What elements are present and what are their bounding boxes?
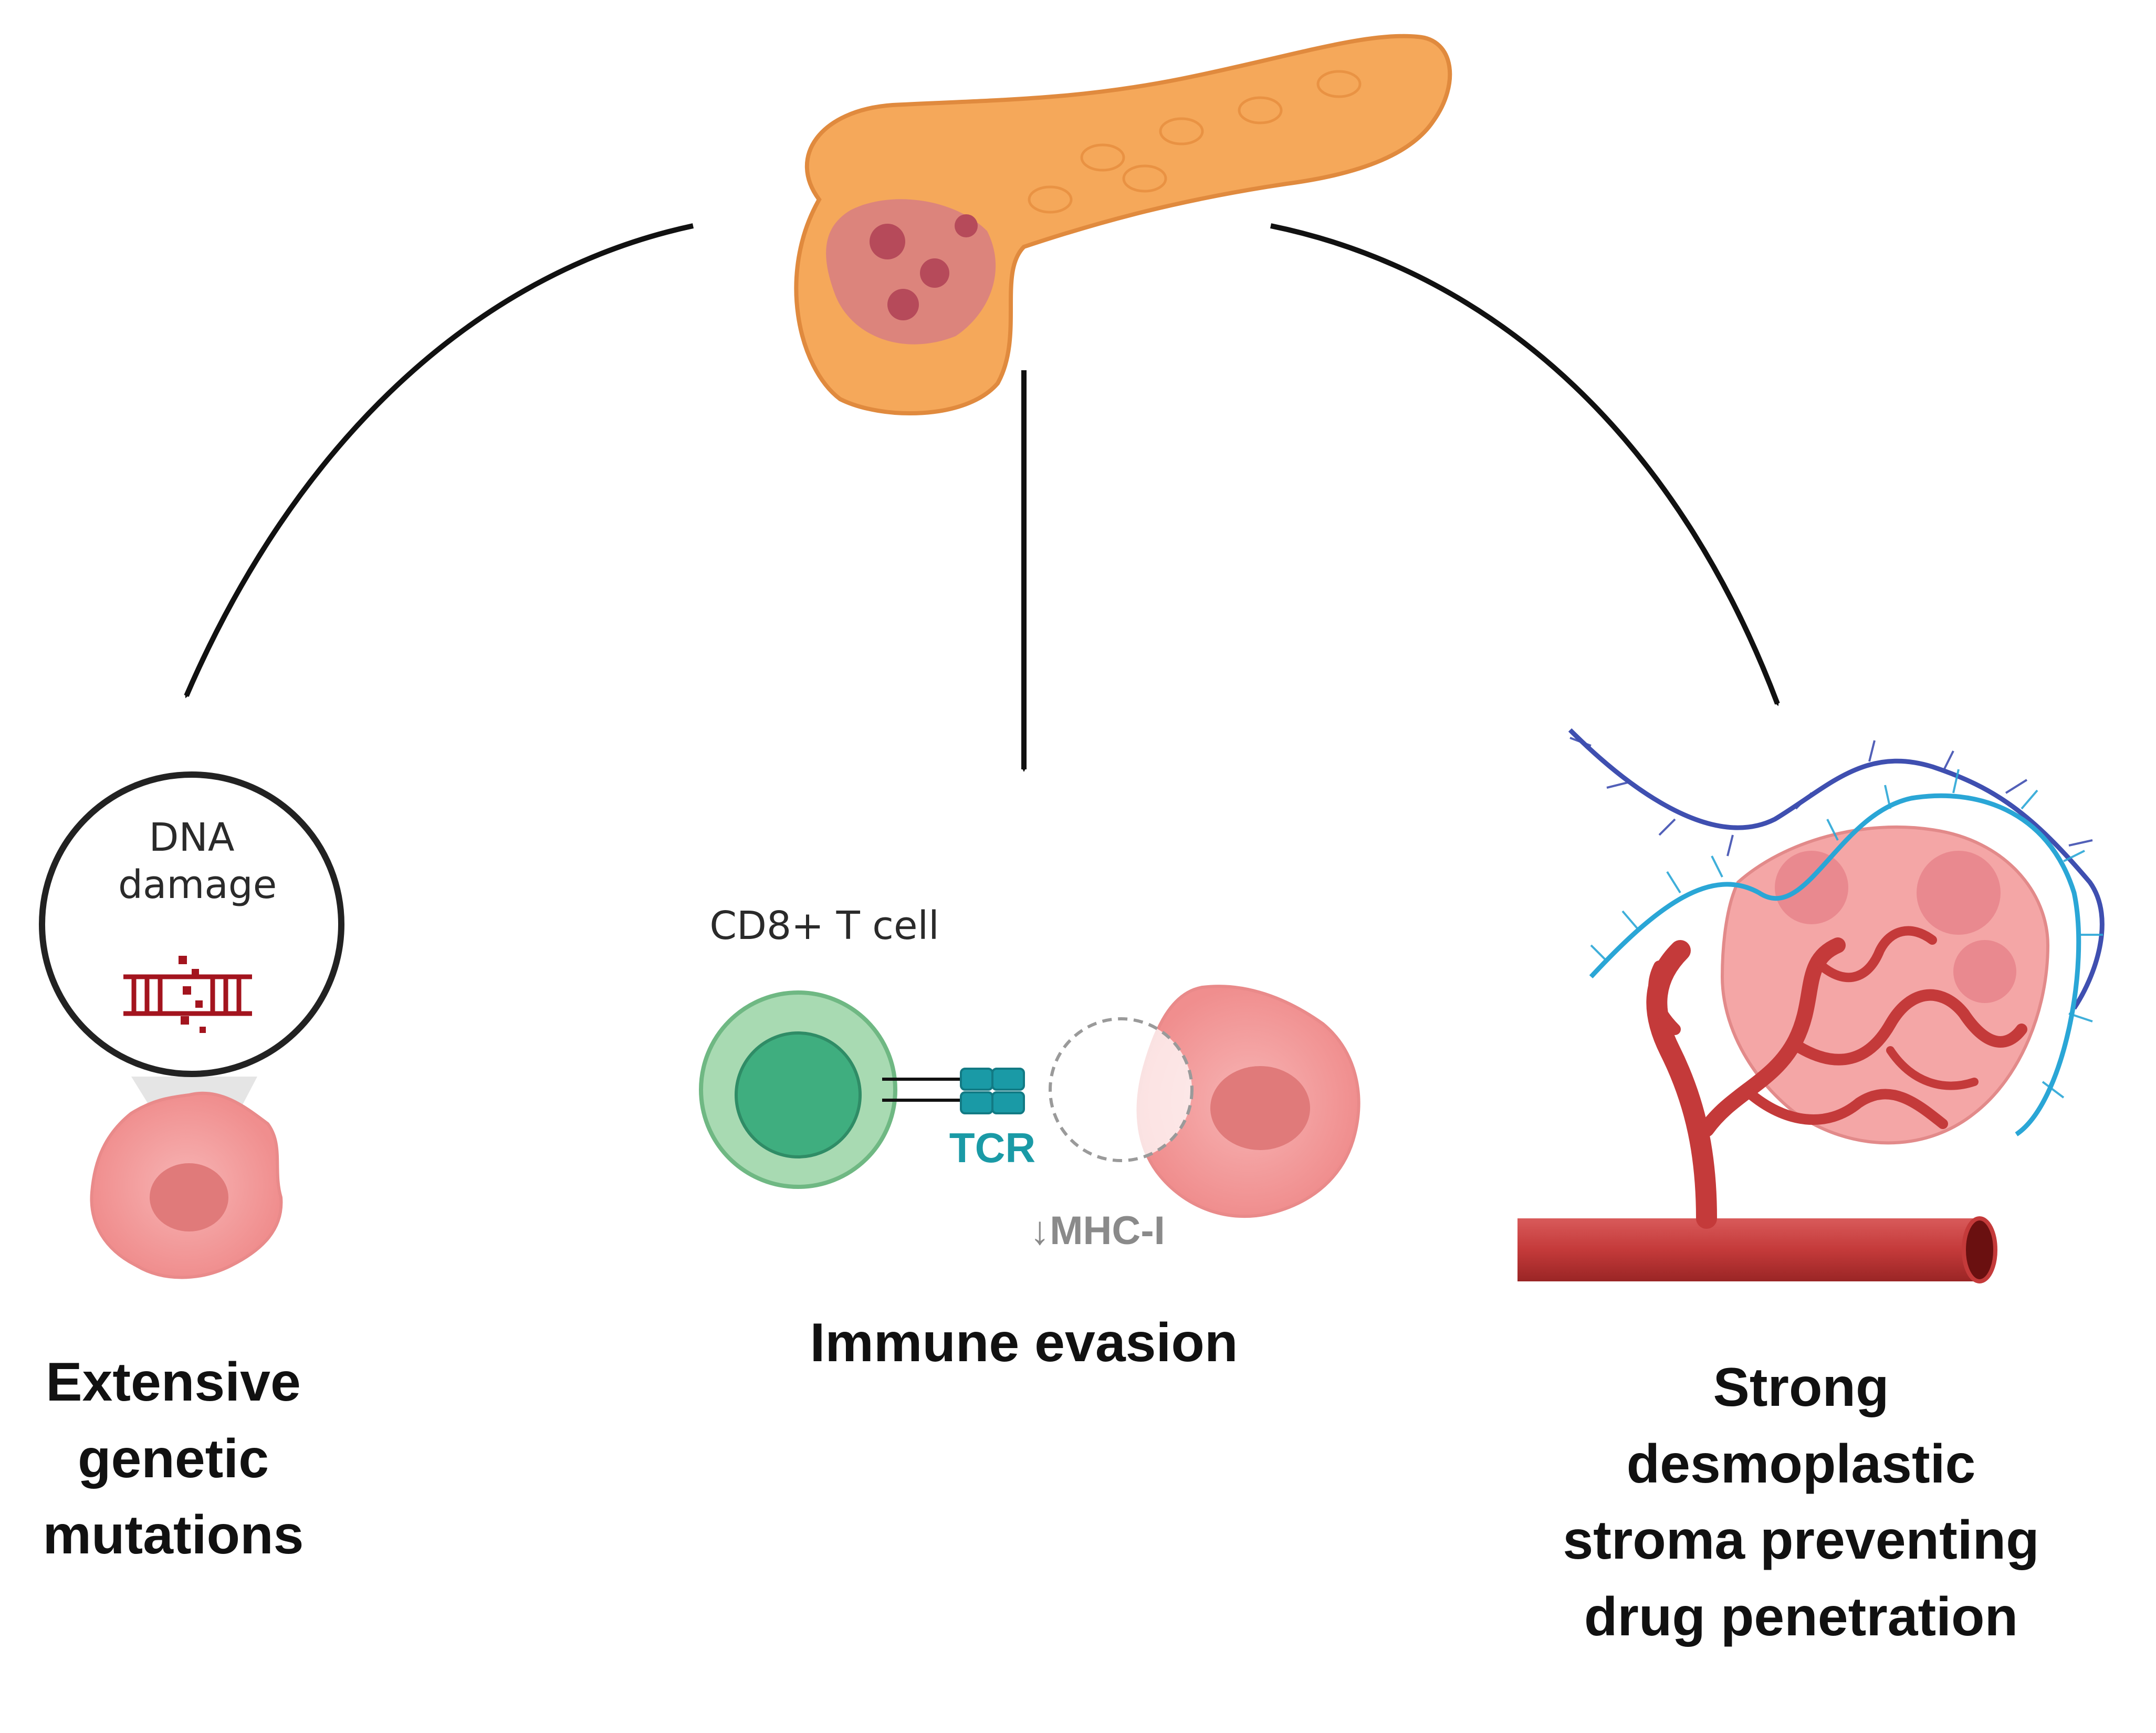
tcell-label: CD8+ T cell bbox=[709, 903, 939, 948]
tcr-label: TCR bbox=[949, 1124, 1036, 1171]
dna-damage-panel bbox=[39, 771, 344, 1279]
immune-evasion-panel bbox=[699, 985, 1360, 1218]
left-label: Extensive genetic mutations bbox=[43, 1352, 304, 1566]
arrow-left bbox=[184, 223, 694, 698]
right-label: Strong desmoplastic stroma preventing dr… bbox=[1563, 1357, 2039, 1647]
mhc-absent-circle bbox=[1049, 1017, 1194, 1162]
center-label: Immune evasion bbox=[810, 1312, 1238, 1373]
tcr-receptor bbox=[960, 1068, 1025, 1114]
arrows bbox=[184, 223, 1780, 772]
mhc-label: ↓MHC-I bbox=[1030, 1208, 1165, 1253]
arrow-right bbox=[1270, 223, 1780, 706]
blood-vessel-main bbox=[1517, 1218, 1980, 1281]
dna-icon bbox=[123, 974, 252, 1016]
blood-vessel-branches bbox=[1646, 926, 2027, 1229]
pancreas-organ bbox=[794, 34, 1452, 416]
desmoplastic-stroma-panel bbox=[1517, 728, 2105, 1283]
dna-damage-bubble bbox=[39, 771, 344, 1077]
dna-bubble-text: DNA damage bbox=[118, 815, 277, 908]
